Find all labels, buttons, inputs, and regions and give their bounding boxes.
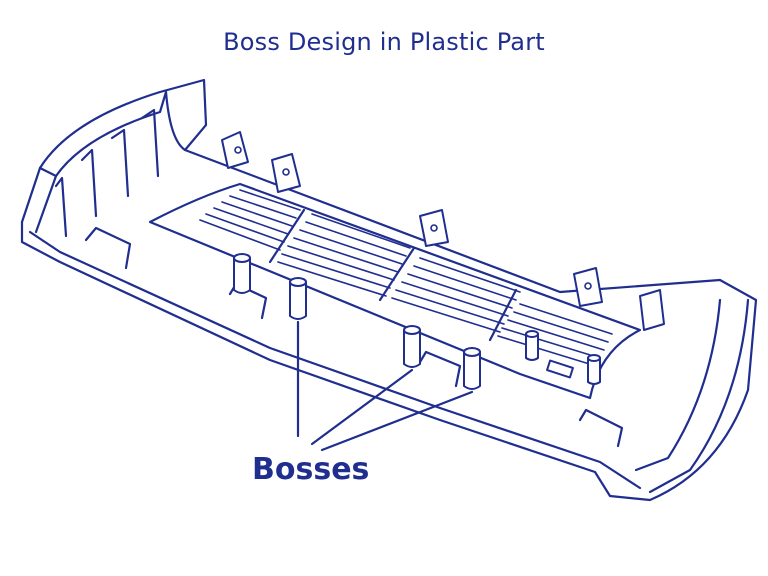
bosses [233,253,601,390]
callout-leaders [296,320,474,452]
diagram-title: Boss Design in Plastic Part [223,28,545,56]
bosses-callout-label: Bosses [252,452,370,487]
tray-body [20,78,758,502]
side-ribs [54,108,160,238]
vent-slots [199,189,613,367]
back-tabs [221,131,665,331]
